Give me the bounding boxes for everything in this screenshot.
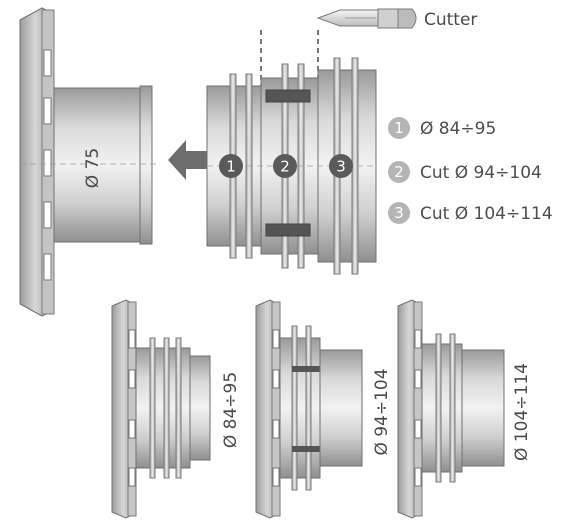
svg-text:2: 2 [280,158,290,176]
result-fan-2 [255,299,363,519]
svg-text:3: 3 [394,204,404,222]
svg-text:1: 1 [394,119,404,137]
result-label-2: Ø 94÷104 [372,368,392,455]
adapter-badge-2: 2 [273,154,297,178]
svg-text:Ø 84÷95: Ø 84÷95 [420,119,496,139]
svg-text:3: 3 [336,158,346,176]
adapter-badge-1: 1 [219,154,243,178]
adapter-ring [206,30,377,275]
result-fan-1 [111,299,211,519]
cutter-label: Cutter [424,10,477,30]
legend-item-1: 1 Ø 84÷95 [388,117,496,139]
legend-item-2: 2 Cut Ø 94÷104 [388,161,542,183]
main-fan [19,7,158,317]
result-fan-3 [397,299,505,519]
adapter-badge-3: 3 [329,154,353,178]
legend-item-3: 3 Cut Ø 104÷114 [388,202,553,224]
svg-text:1: 1 [226,158,236,176]
main-diameter-label: Ø 75 [83,148,103,188]
svg-text:Cut Ø 94÷104: Cut Ø 94÷104 [420,163,542,183]
svg-text:2: 2 [394,163,404,181]
insert-arrow-icon [168,140,212,180]
cutter-knife-icon [316,8,417,29]
result-label-3: Ø 104÷114 [512,363,532,461]
result-label-1: Ø 84÷95 [221,372,241,448]
svg-text:Cut Ø 104÷114: Cut Ø 104÷114 [420,204,553,224]
